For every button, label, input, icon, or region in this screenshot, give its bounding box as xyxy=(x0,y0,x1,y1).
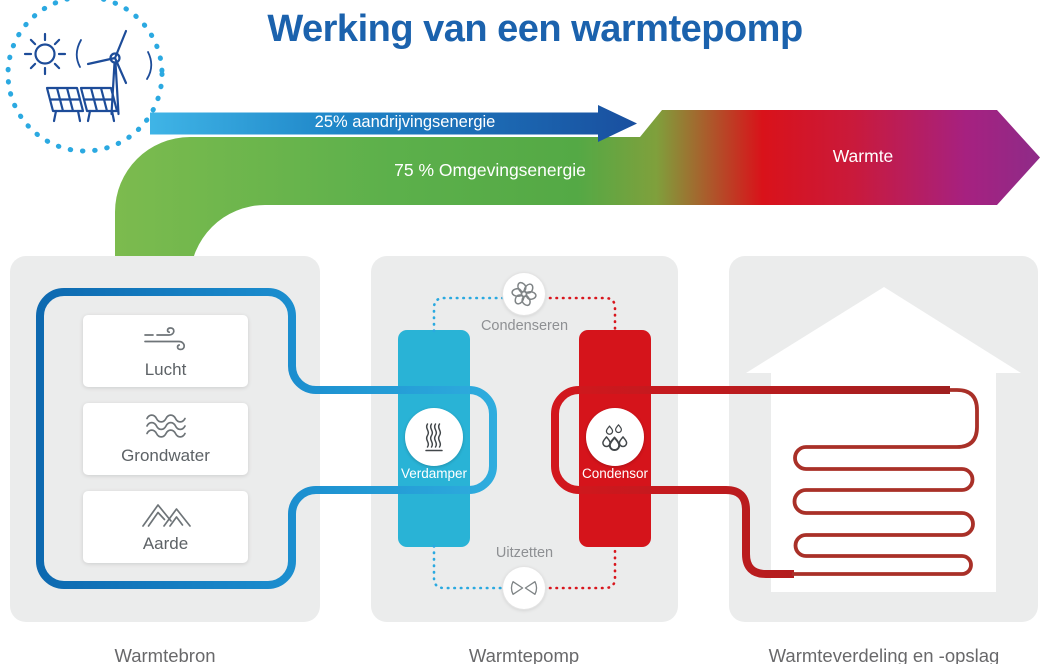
condenser-box: Condensor xyxy=(579,330,651,547)
source-card-earth: Aarde xyxy=(83,491,248,563)
badge-background xyxy=(12,1,158,147)
drive-energy-arrow xyxy=(150,105,637,142)
sun-icon xyxy=(23,32,67,76)
solar-panel-icon xyxy=(45,86,119,123)
house-shape xyxy=(746,287,1021,592)
steam-icon xyxy=(425,423,443,452)
source-label-earth: Aarde xyxy=(142,534,189,553)
fan-node xyxy=(503,273,545,315)
evaporator-label: Verdamper xyxy=(400,466,468,481)
expand-label: Uitzetten xyxy=(495,545,554,561)
ambient-heat-band xyxy=(115,110,1040,295)
renewable-energy-icon xyxy=(5,0,165,154)
dotted-ring xyxy=(5,0,165,154)
expansion-valve-icon xyxy=(510,581,538,595)
source-label-air: Lucht xyxy=(144,360,187,379)
wind-turbine-icon xyxy=(75,29,153,116)
wind-icon xyxy=(143,327,185,351)
expansion-valve-node xyxy=(503,567,545,609)
fan-icon xyxy=(511,281,537,307)
droplets-icon xyxy=(602,424,628,451)
source-card-groundwater: Grondwater xyxy=(83,403,248,475)
source-panel: Lucht Grondwater Aarde xyxy=(10,256,320,622)
drive-energy-label: 25% aandrijvingsenergie xyxy=(314,113,496,131)
source-card-air: Lucht xyxy=(83,315,248,387)
condenser-label: Condensor xyxy=(581,466,649,481)
evaporator-box: Verdamper xyxy=(398,330,470,547)
condenser-circle xyxy=(586,408,644,466)
mountains-icon xyxy=(141,504,191,527)
heat-label: Warmte xyxy=(832,146,894,166)
evaporator-circle xyxy=(405,408,463,466)
page-title: Werking van een warmtepomp xyxy=(267,8,803,50)
caption-source: Warmtebron xyxy=(114,645,216,664)
distribution-panel xyxy=(729,256,1038,622)
water-waves-icon xyxy=(145,414,186,438)
caption-distribution: Warmteverdeling en -opslag xyxy=(768,645,1000,664)
ambient-energy-label: 75 % Omgevingsenergie xyxy=(394,160,586,180)
caption-heatpump: Warmtepomp xyxy=(468,645,580,664)
source-label-groundwater: Grondwater xyxy=(121,446,210,465)
